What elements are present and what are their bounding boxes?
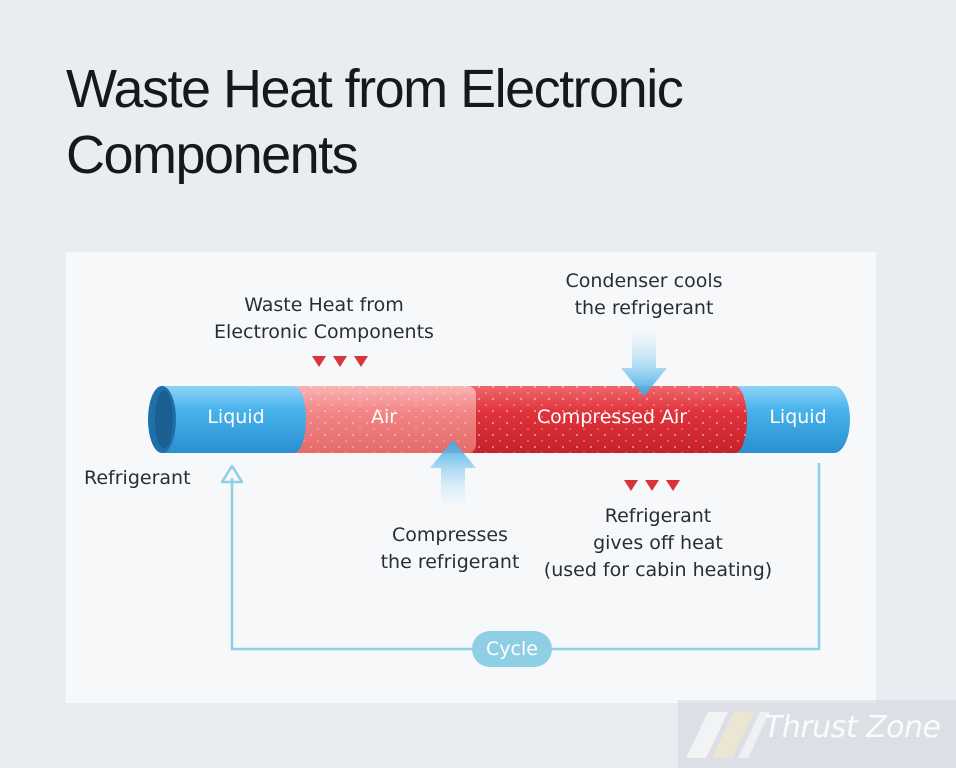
diagram-panel (66, 252, 876, 703)
gives-off-heat-markers (624, 480, 680, 491)
watermark-logo-icon (686, 712, 770, 758)
label-compresses-line-2: the refrigerant (380, 551, 520, 573)
label-condenser: Condenser cools the refrigerant (546, 268, 742, 322)
label-gives-off-line-1: Refrigerant (604, 505, 712, 527)
label-gives-off-line-2: gives off heat (593, 532, 723, 554)
pipe-left-end-inner (155, 390, 173, 449)
watermark-backdrop (678, 700, 956, 768)
label-gives-off-heat: Refrigerant gives off heat (used for cab… (536, 503, 780, 584)
cycle-arrowhead (220, 464, 244, 484)
pipe-segment-liquid-right (735, 386, 850, 453)
label-waste-heat-line-2: Electronic Components (214, 321, 434, 343)
label-gives-off-line-3: (used for cabin heating) (543, 559, 773, 581)
watermark-text: Thrust Zone (764, 710, 941, 745)
pipe-dots-air (290, 386, 470, 453)
pipe-dots-compressed (468, 386, 748, 453)
title-line-2: Components (66, 125, 359, 185)
title-line-1: Waste Heat from Electronic (66, 59, 684, 119)
label-condenser-line-1: Condenser cools (565, 270, 723, 292)
page-title: Waste Heat from Electronic Components (66, 56, 826, 188)
label-condenser-line-2: the refrigerant (574, 297, 714, 319)
label-refrigerant: Refrigerant (84, 467, 191, 489)
segment-label-air: Air (370, 406, 398, 428)
label-compresses-line-1: Compresses (392, 524, 508, 546)
cycle-badge: Cycle (472, 631, 552, 667)
label-waste-heat: Waste Heat from Electronic Components (196, 292, 452, 346)
segment-label-liquid-left: Liquid (207, 406, 265, 428)
segment-label-liquid-right: Liquid (769, 406, 827, 428)
waste-heat-markers (312, 356, 368, 367)
condenser-arrow-down (621, 330, 667, 396)
label-compresses: Compresses the refrigerant (366, 522, 534, 576)
label-waste-heat-line-1: Waste Heat from (244, 294, 404, 316)
segment-label-compressed-air: Compressed Air (536, 406, 688, 428)
compressor-arrow-up (430, 440, 476, 505)
pipe-segment-liquid-left (162, 386, 306, 453)
